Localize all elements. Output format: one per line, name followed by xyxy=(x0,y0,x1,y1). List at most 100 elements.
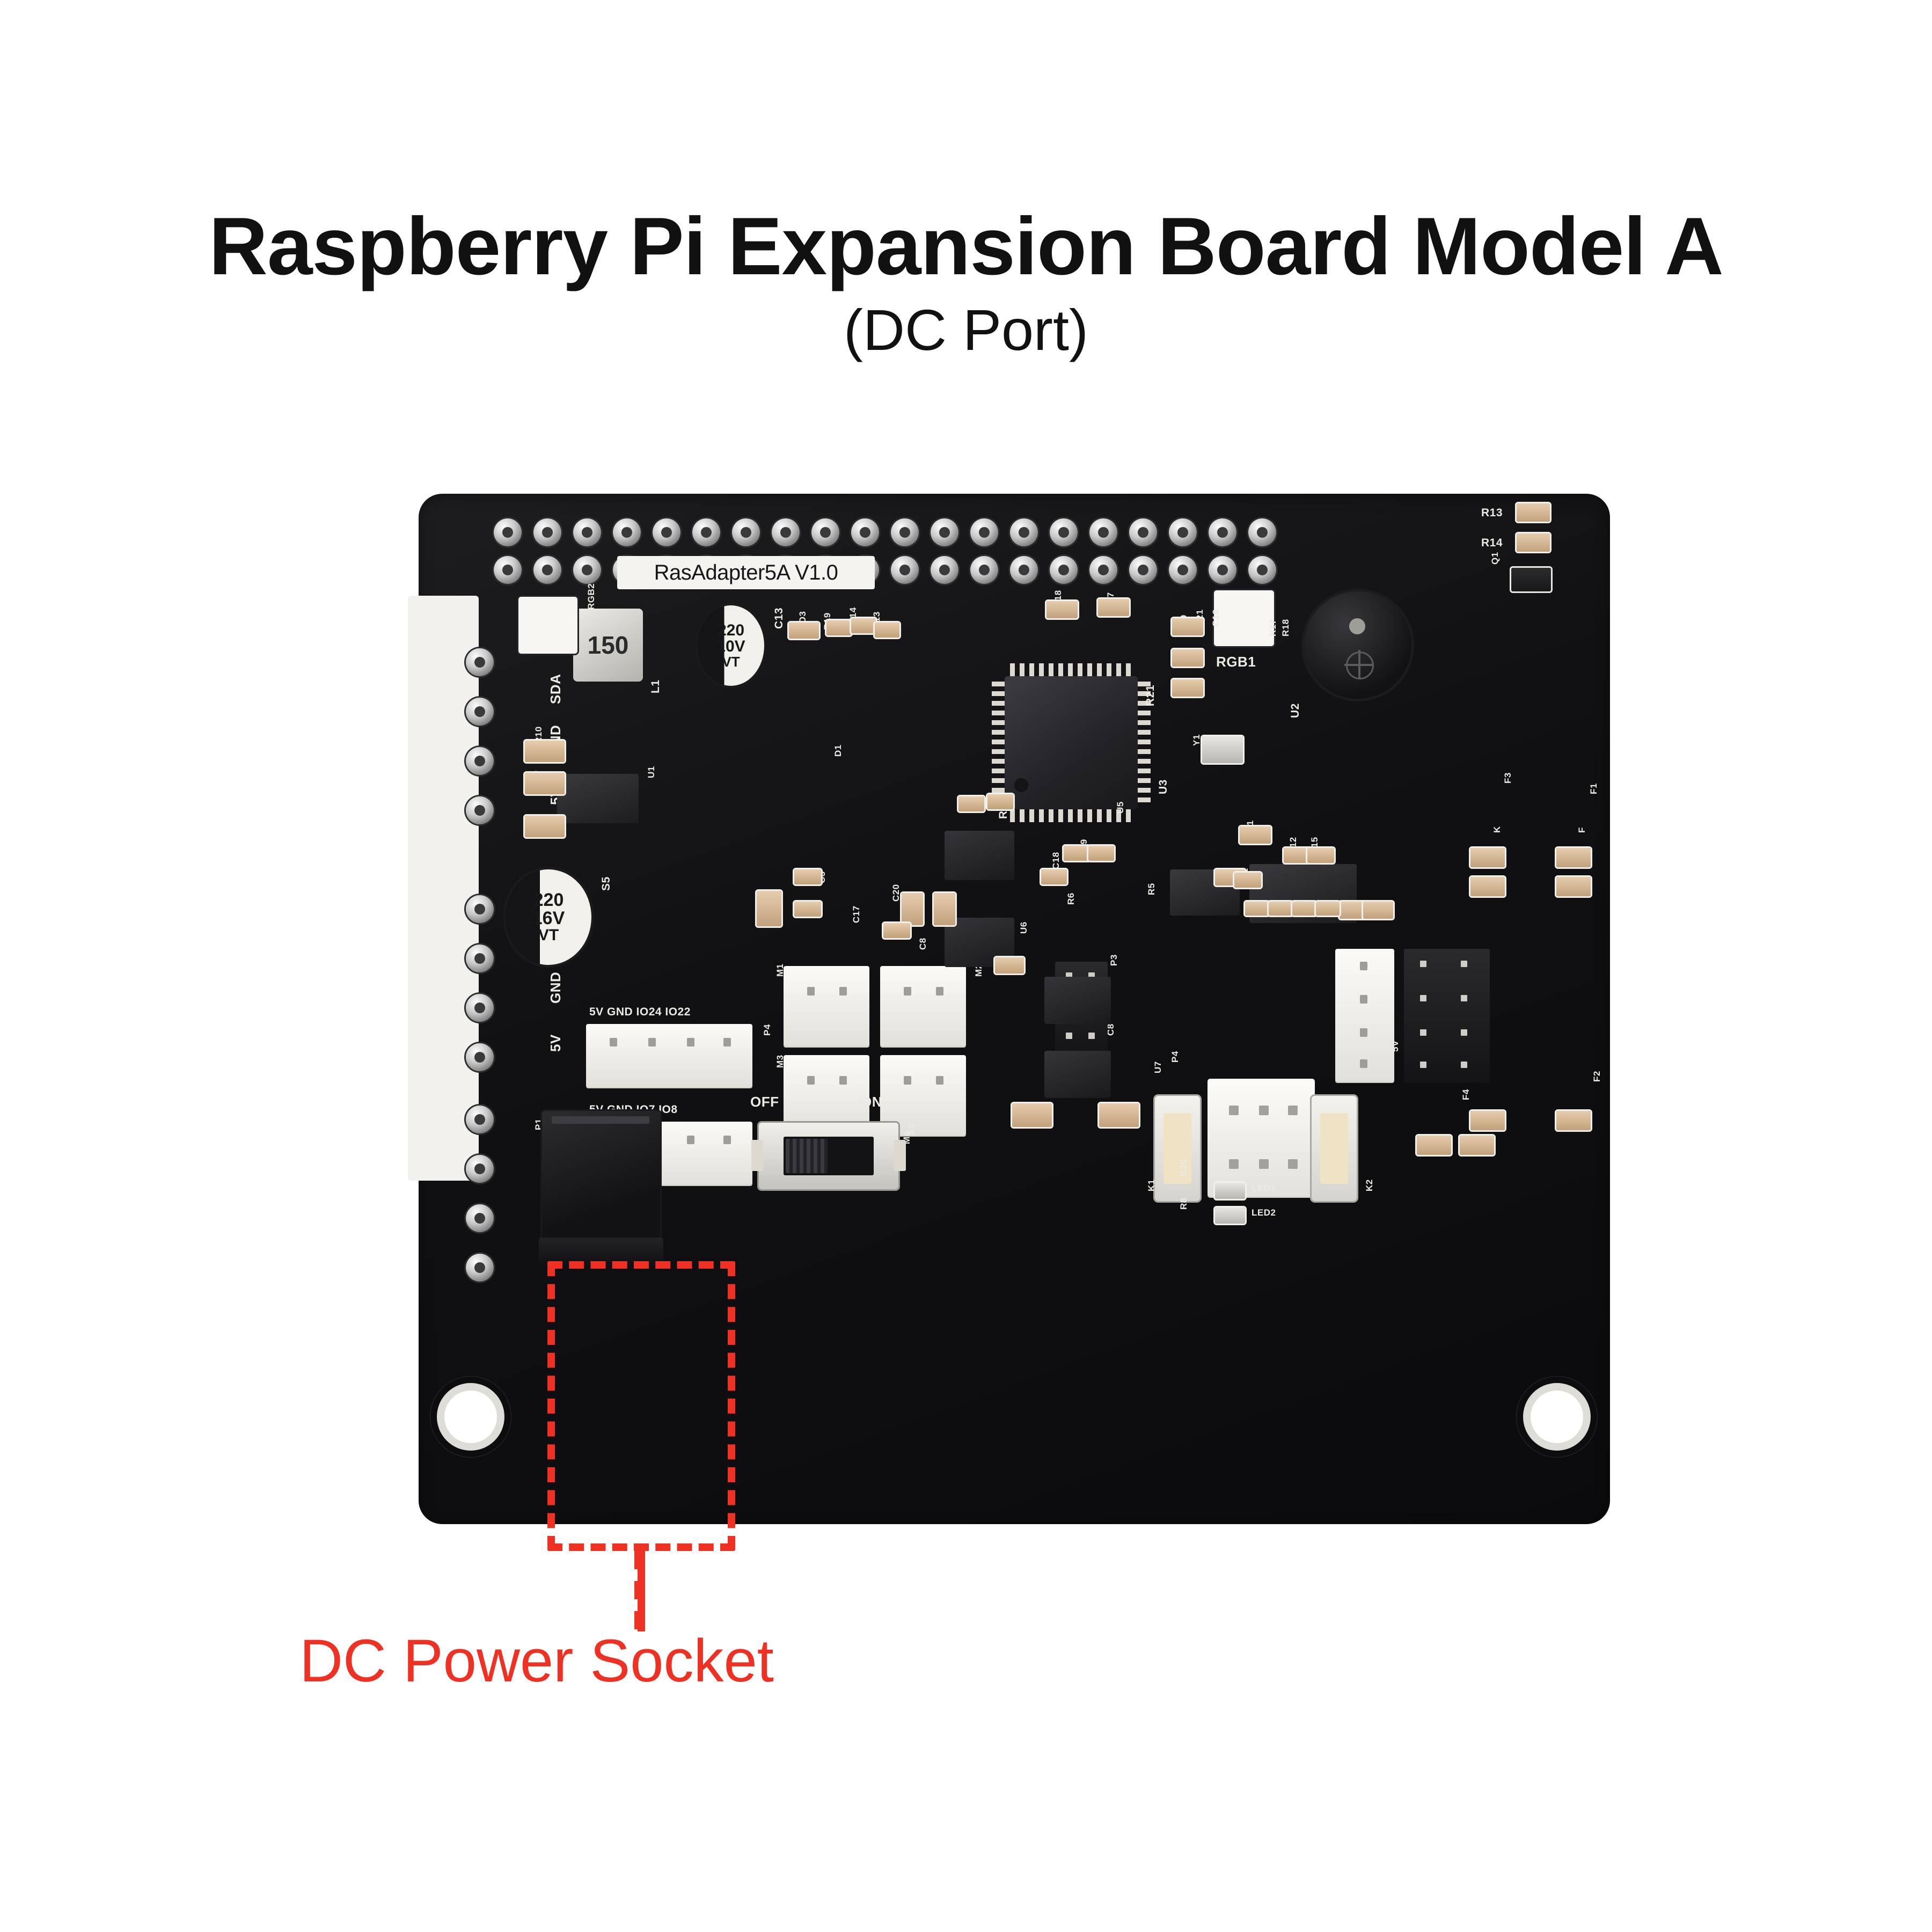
smd-component xyxy=(902,893,923,925)
smd-component xyxy=(1363,902,1393,919)
silk-r21: R21 xyxy=(1144,684,1157,706)
silk-u6: U6 xyxy=(1019,921,1029,934)
page-title: Raspberry Pi Expansion Board Model A xyxy=(209,201,1724,292)
smd-component xyxy=(789,623,819,639)
gpio-pin[interactable] xyxy=(811,518,839,546)
motor-connector-m3[interactable] xyxy=(784,1055,869,1136)
electrolytic-cap-c15: 220 10V VT xyxy=(698,605,764,686)
smd-component xyxy=(1240,826,1271,844)
cap-c1-value: 220 xyxy=(533,890,564,910)
smd-component xyxy=(1098,599,1129,616)
gpio-pin[interactable] xyxy=(1248,556,1276,584)
gpio-pin[interactable] xyxy=(533,556,561,584)
inductor-value: 150 xyxy=(587,631,629,659)
gpio-pin[interactable] xyxy=(1169,556,1197,584)
gpio-pin[interactable] xyxy=(931,518,958,546)
gpio-pin[interactable] xyxy=(1010,518,1038,546)
smd-component xyxy=(995,957,1024,974)
mounting-hole-bottom-left xyxy=(430,1377,511,1457)
silk-c16: C17 xyxy=(851,905,861,923)
cap-c1-brand: VT xyxy=(538,926,559,944)
gpio-pin[interactable] xyxy=(931,556,958,584)
gpio-pin[interactable] xyxy=(1129,556,1157,584)
gpio-pin[interactable] xyxy=(1050,518,1078,546)
gpio-pin[interactable] xyxy=(1050,556,1078,584)
inductor-l1: 150 xyxy=(573,609,643,682)
gpio-pin[interactable] xyxy=(613,518,641,546)
gpio-pin[interactable] xyxy=(1248,518,1276,546)
jst-connector-right-4pin[interactable] xyxy=(1335,949,1394,1082)
button-k2[interactable] xyxy=(1312,1096,1357,1201)
buzzer-screw-mark xyxy=(1344,650,1374,679)
mounting-hole-bottom-right xyxy=(1517,1377,1597,1457)
voltage-regulator-u1 xyxy=(557,774,639,823)
silk-f4: F4 xyxy=(1461,1089,1471,1100)
silk-c1: S5 xyxy=(600,876,612,891)
transistor-q1 xyxy=(1511,568,1551,591)
motor-connector-m1[interactable] xyxy=(784,966,869,1046)
motor-connector-m4[interactable] xyxy=(880,1055,966,1136)
jst-connector-io24-io22[interactable] xyxy=(586,1024,752,1087)
gpio-pin[interactable] xyxy=(573,518,601,546)
silk-p4: P4 xyxy=(1170,1051,1180,1063)
gpio-pin[interactable] xyxy=(1169,518,1197,546)
smd-component xyxy=(757,891,781,926)
silk-u7: U7 xyxy=(1153,1061,1163,1073)
dc-power-jack[interactable] xyxy=(539,1111,663,1268)
crystal-y1 xyxy=(1202,736,1243,763)
power-switch[interactable] xyxy=(751,1123,906,1189)
gpio-pin[interactable] xyxy=(533,518,561,546)
silk-m3: M3 xyxy=(775,1055,785,1068)
silk-u1: U1 xyxy=(646,766,656,778)
power-connector-p4[interactable] xyxy=(1208,1079,1315,1197)
board-part-label-text: RasAdapter5A V1.0 xyxy=(654,560,838,584)
board-part-label: RasAdapter5A V1.0 xyxy=(617,556,875,589)
motor-connector-m2[interactable] xyxy=(880,966,966,1046)
gpio-pin[interactable] xyxy=(970,518,998,546)
gpio-pin[interactable] xyxy=(1089,518,1117,546)
driver-ic-u7 xyxy=(1044,1051,1111,1098)
gpio-pin[interactable] xyxy=(1089,556,1117,584)
gpio-pin[interactable] xyxy=(1129,518,1157,546)
smd-component xyxy=(1041,869,1067,884)
gpio-pin[interactable] xyxy=(1010,556,1038,584)
silk-pad-f-1: F xyxy=(1577,827,1587,833)
dc-jack-top-edge xyxy=(552,1116,649,1124)
silk-s1: S1 xyxy=(906,1124,916,1136)
silk-rgb1: RGB1 xyxy=(1216,654,1256,670)
pin-header-right[interactable] xyxy=(1404,949,1490,1083)
gpio-pin[interactable] xyxy=(1209,556,1236,584)
smd-component xyxy=(1470,848,1505,867)
title-block: Raspberry Pi Expansion Board Model A (DC… xyxy=(0,201,1932,360)
button-k1[interactable] xyxy=(1155,1096,1200,1201)
gpio-pin[interactable] xyxy=(573,556,601,584)
gpio-pin[interactable] xyxy=(494,518,522,546)
smd-component xyxy=(525,773,565,794)
smd-component xyxy=(1046,601,1078,618)
silk-c20: C20 xyxy=(891,884,901,902)
gpio-pin[interactable] xyxy=(970,556,998,584)
gpio-pin[interactable] xyxy=(772,518,800,546)
silk-c7: C8 xyxy=(918,938,928,950)
gpio-pin[interactable] xyxy=(653,518,680,546)
silk-f1: F1 xyxy=(1589,783,1599,794)
cap-c15-brand: VT xyxy=(722,654,740,670)
silk-led2: LED2 xyxy=(1252,1208,1276,1218)
switch-knob[interactable] xyxy=(786,1139,828,1173)
gpio-pin[interactable] xyxy=(891,556,919,584)
gpio-header-40pin[interactable] xyxy=(494,518,1293,587)
smd-component xyxy=(1460,1136,1494,1155)
switch-off-label: OFF xyxy=(750,1094,779,1110)
gpio-pin[interactable] xyxy=(732,518,760,546)
gpio-pin[interactable] xyxy=(692,518,720,546)
silk-k1: K1 xyxy=(1146,1179,1157,1191)
smd-component xyxy=(1245,902,1269,916)
smd-component xyxy=(525,816,565,837)
led2 xyxy=(1215,1208,1245,1224)
gpio-pin[interactable] xyxy=(851,518,879,546)
gpio-pin[interactable] xyxy=(891,518,919,546)
electrolytic-cap-c1: 220 16V VT xyxy=(506,869,591,965)
gpio-pin[interactable] xyxy=(494,556,522,584)
gpio-pin[interactable] xyxy=(1209,518,1236,546)
silk-c15: C13 xyxy=(773,607,785,629)
